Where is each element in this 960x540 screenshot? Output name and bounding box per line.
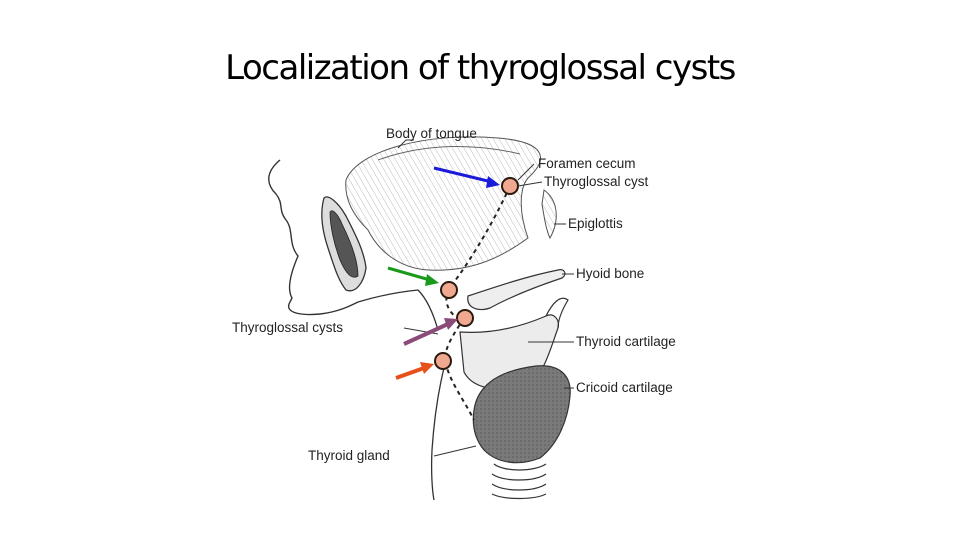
tongue-dorsum-line [377,145,521,161]
label-body-of-tongue: Body of tongue [386,126,477,141]
slide-title: Localization of thyroglossal cysts [225,48,736,88]
jaw-outline [268,159,299,303]
thyroid-gland-shape [472,365,571,464]
cyst-hyoid [440,281,458,299]
label-hyoid-bone: Hyoid bone [576,266,644,281]
label-epiglottis: Epiglottis [568,216,623,231]
label-thyroglossal-cysts: Thyroglossal cysts [232,320,343,335]
neck-outline [430,359,447,500]
label-thyroid-cartilage: Thyroid cartilage [576,334,676,349]
epiglottis-shape [541,189,557,240]
arrow-purple [403,318,458,346]
leader-lines [397,139,574,457]
thyroid-cartilage-horn [545,297,569,329]
pharynx-front-outline [357,289,439,331]
trachea-rings [491,463,547,500]
tongue-body [345,136,541,271]
cyst-thyrohyoid [456,309,474,327]
cyst-lower [434,352,452,370]
mandible-marrow [329,210,359,278]
mandible-outline [287,301,359,316]
cyst-tongue [501,177,519,195]
arrow-blue [433,166,500,188]
hyoid-shape [467,269,566,311]
anatomy-figure: Body of tongue Foramen cecum Thyroglossa… [228,120,738,500]
label-thyroid-gland: Thyroid gland [308,448,390,463]
arrow-green [387,266,439,286]
anatomy-diagram: Body of tongue Foramen cecum Thyroglossa… [232,126,676,500]
arrow-orange [395,362,434,380]
label-cricoid-cartilage: Cricoid cartilage [576,380,673,395]
label-foramen-cecum: Foramen cecum [538,156,636,171]
label-thyroglossal-cyst: Thyroglossal cyst [544,174,649,189]
